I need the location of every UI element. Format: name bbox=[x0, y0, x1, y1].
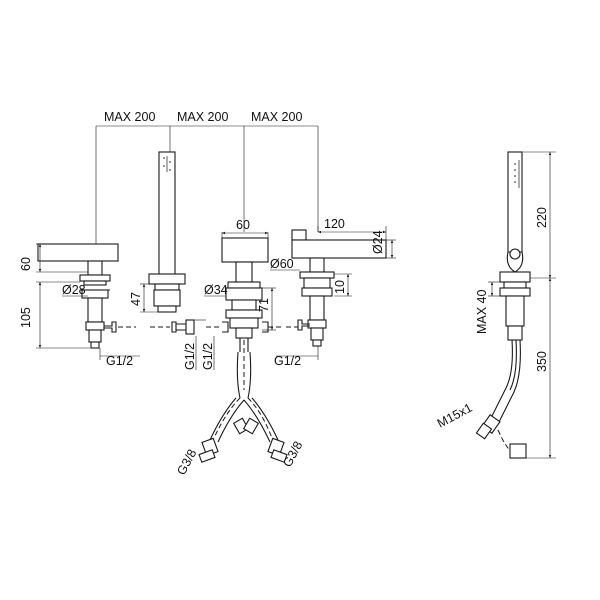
left-height-label: 60 bbox=[19, 257, 33, 271]
spout-thread-b-label: G1/2 bbox=[201, 343, 215, 370]
spout-depth-label: 71 bbox=[257, 298, 271, 312]
right-diameter-label: Ø24 bbox=[371, 230, 385, 254]
right-thread-label: G1/2 bbox=[274, 354, 301, 368]
spout-width-label: 60 bbox=[236, 218, 250, 232]
right-handle-dimensions: 120 Ø24 Ø60 10 G1/2 bbox=[270, 217, 396, 368]
left-body-label: 105 bbox=[19, 307, 33, 328]
right-base-diameter-label: Ø60 bbox=[270, 257, 294, 271]
spacing-dimension: MAX 200 MAX 200 MAX 200 bbox=[95, 110, 319, 246]
shower-height-label: 47 bbox=[129, 292, 143, 306]
right-collar-label: 10 bbox=[333, 280, 347, 294]
left-thread-label: G1/2 bbox=[106, 354, 133, 368]
hand-shower: 47 bbox=[129, 151, 206, 335]
left-handle-valve bbox=[37, 243, 136, 349]
spacing-label-3: MAX 200 bbox=[251, 110, 302, 124]
side-top-height-label: 220 bbox=[535, 207, 549, 228]
spout-diameter-label: Ø34 bbox=[204, 283, 228, 297]
hose-left-thread-label: G3/8 bbox=[174, 447, 199, 478]
central-spout bbox=[198, 237, 288, 463]
right-handle-valve bbox=[286, 229, 387, 347]
left-diameter-label: Ø28 bbox=[62, 283, 86, 297]
side-hose-thread-label: M15x1 bbox=[435, 401, 475, 431]
side-hose-length-label: 350 bbox=[535, 351, 549, 372]
right-width-label: 120 bbox=[324, 217, 345, 231]
side-view-dimensions: 220 MAX 40 350 M15x1 bbox=[435, 151, 556, 459]
side-deck-label: MAX 40 bbox=[475, 289, 489, 334]
spout-thread-a-label: G1/2 bbox=[183, 343, 197, 370]
spacing-label-2: MAX 200 bbox=[177, 110, 228, 124]
left-handle-dimensions: 60 105 Ø28 G1/2 bbox=[19, 243, 140, 368]
side-view bbox=[475, 151, 531, 459]
spacing-label-1: MAX 200 bbox=[104, 110, 155, 124]
spout-dimensions: 60 Ø34 71 G1/2 G1/2 G3/8 G3/8 bbox=[174, 218, 305, 477]
